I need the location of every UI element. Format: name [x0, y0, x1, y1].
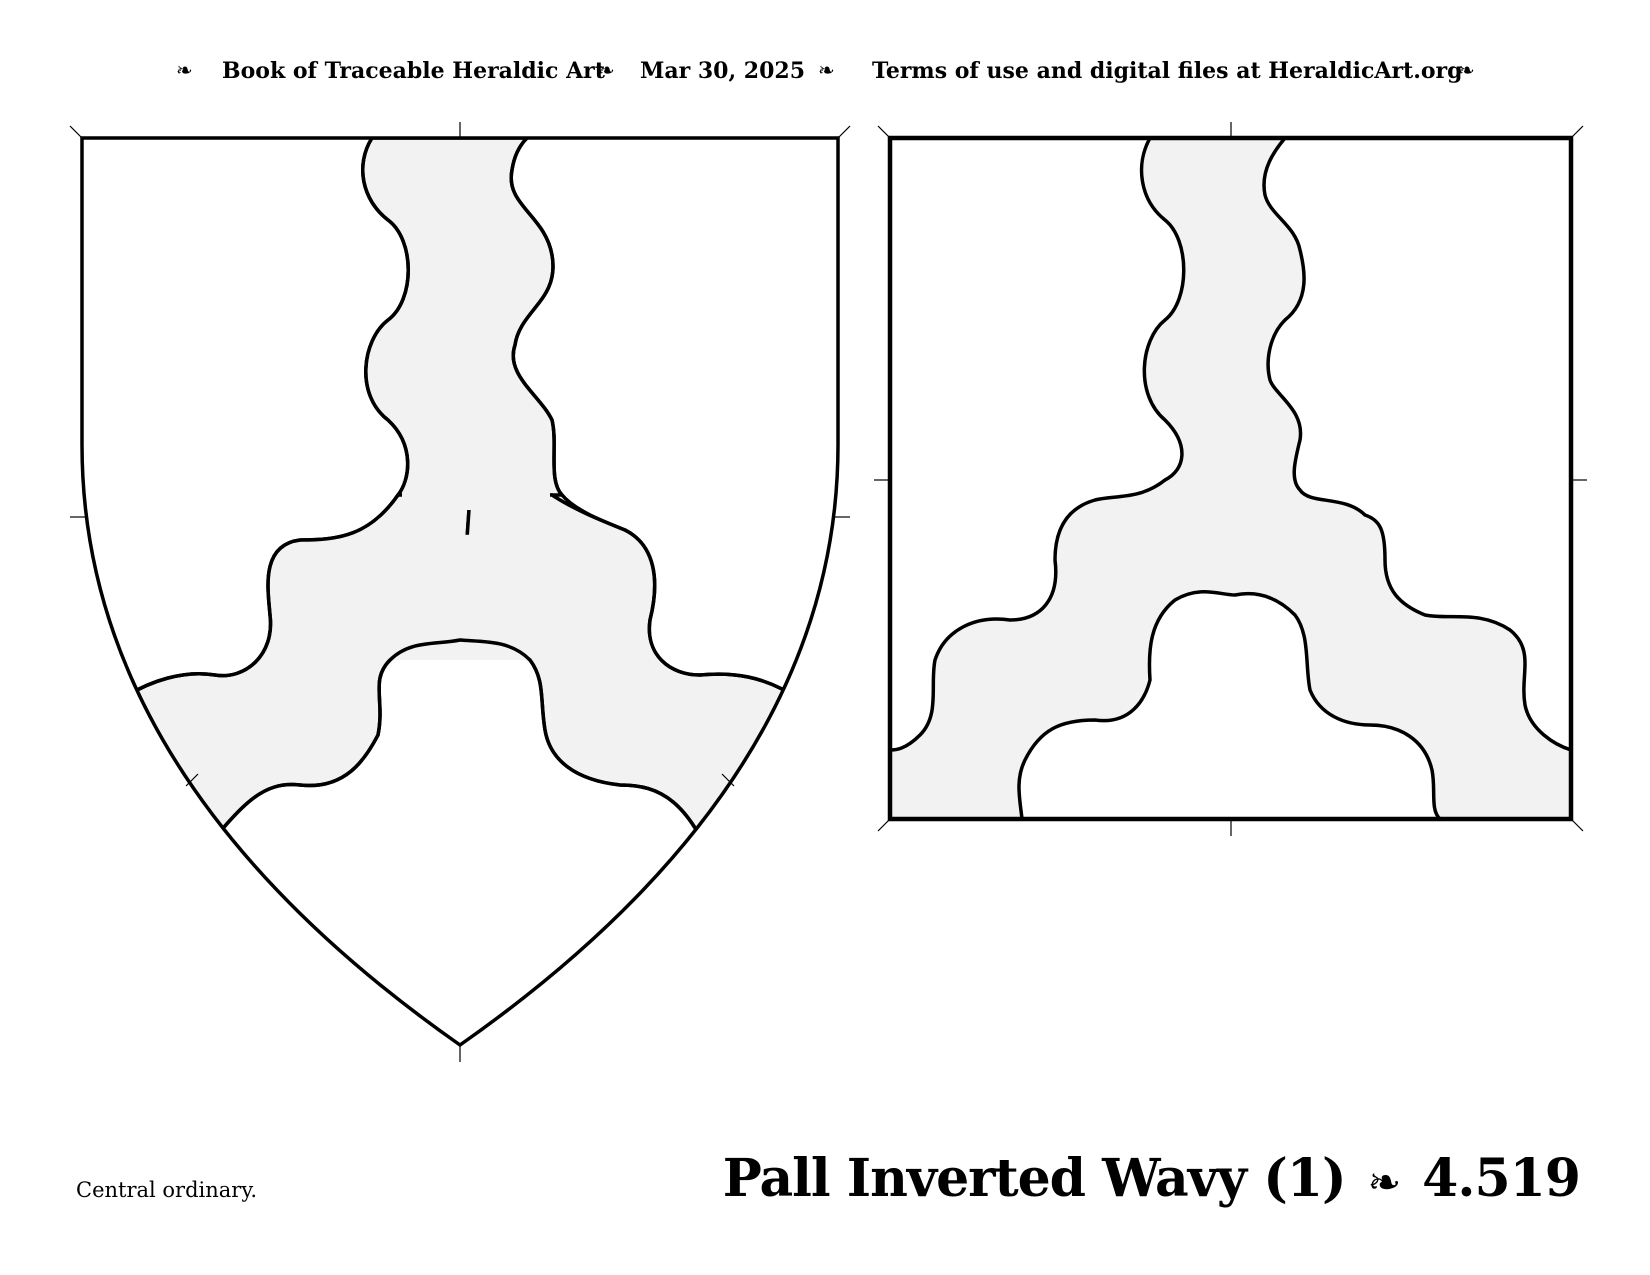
fleuron-icon: ❧: [1458, 58, 1475, 82]
shield-registration-marks: [69, 122, 851, 1062]
charge-name: Pall Inverted Wavy (1): [722, 1148, 1347, 1209]
square-registration-marks: [874, 122, 1587, 836]
fleuron-icon: ❧: [598, 58, 615, 82]
shield-outline: [80, 136, 840, 1048]
caption-text: Central ordinary.: [76, 1178, 258, 1202]
terms-notice: Terms of use and digital files at Herald…: [872, 58, 1463, 84]
square-banner: [874, 122, 1587, 836]
shield-escutcheon: [69, 122, 851, 1062]
page-header: ❧ Book of Traceable Heraldic Art ❧ Mar 3…: [0, 58, 1650, 98]
square-pall-inverted-wavy: [890, 138, 1571, 819]
fleuron-icon: ❧: [1367, 1160, 1402, 1206]
plate-title: Pall Inverted Wavy (1) ❧ 4.519: [722, 1148, 1581, 1209]
shield-pall-inverted-wavy: [117, 138, 803, 885]
fleuron-icon: ❧: [176, 58, 193, 82]
plate-number: 4.519: [1422, 1148, 1581, 1209]
book-title: Book of Traceable Heraldic Art: [222, 58, 605, 84]
fleuron-icon: ❧: [818, 58, 835, 82]
publication-date: Mar 30, 2025: [640, 58, 806, 84]
